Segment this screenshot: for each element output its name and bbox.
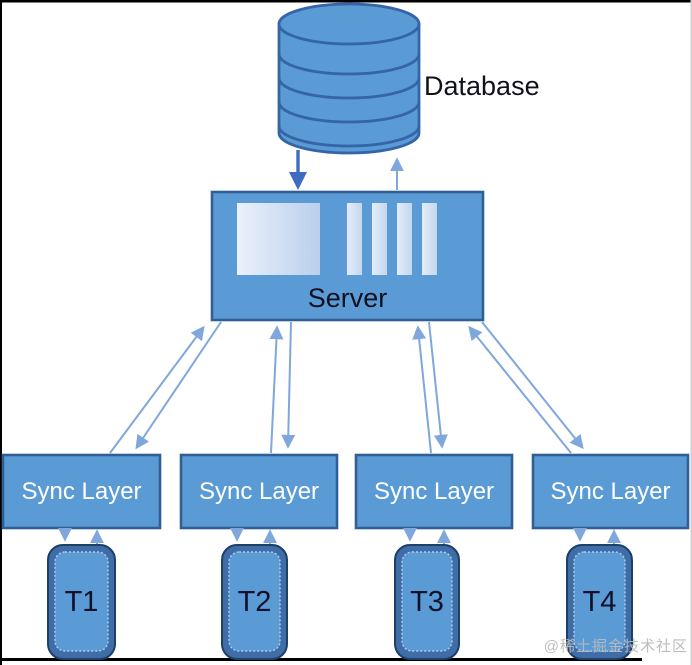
server-rack-bar	[397, 203, 412, 275]
server-to-sync2-arrow	[281, 321, 296, 449]
frame-left-line	[0, 0, 2, 665]
sync-terminal-arrows	[58, 527, 621, 546]
server-rack-bar	[422, 203, 437, 275]
frame-top-line	[0, 0, 692, 3]
sync-layer-box-2	[179, 453, 339, 530]
terminal-phone-2	[221, 544, 288, 660]
server-box	[210, 190, 485, 322]
terminal-phone-3	[394, 544, 460, 660]
sync-layer-box-3	[354, 453, 514, 530]
database-cylinder	[277, 2, 421, 155]
server-rack-bar	[372, 203, 387, 275]
frame-bottom-line	[0, 658, 642, 661]
terminal-phone-1	[47, 544, 116, 660]
server-to-sync4-arrow	[481, 321, 584, 450]
sync-layer-box-1	[1, 453, 162, 530]
sync4-to-server-arrow	[468, 325, 572, 454]
server-to-sync3-arrow	[428, 321, 448, 449]
server-rack-bar	[347, 203, 362, 275]
sync-layer-boxes	[1, 453, 690, 530]
server-to-sync1-arrow	[135, 321, 222, 450]
frame-right-line	[690, 0, 692, 665]
sync3-to-server-arrow	[412, 325, 432, 454]
sync2-to-server-arrow	[269, 325, 284, 454]
terminal-phones	[47, 544, 633, 660]
terminal-phone-4	[566, 544, 633, 660]
server-sync-arrows	[109, 321, 584, 454]
db-to-server-arrow	[289, 150, 307, 190]
server-display-panel	[237, 203, 320, 275]
sync1-to-server-arrow	[109, 325, 205, 454]
sync-layer-box-4	[531, 453, 690, 530]
